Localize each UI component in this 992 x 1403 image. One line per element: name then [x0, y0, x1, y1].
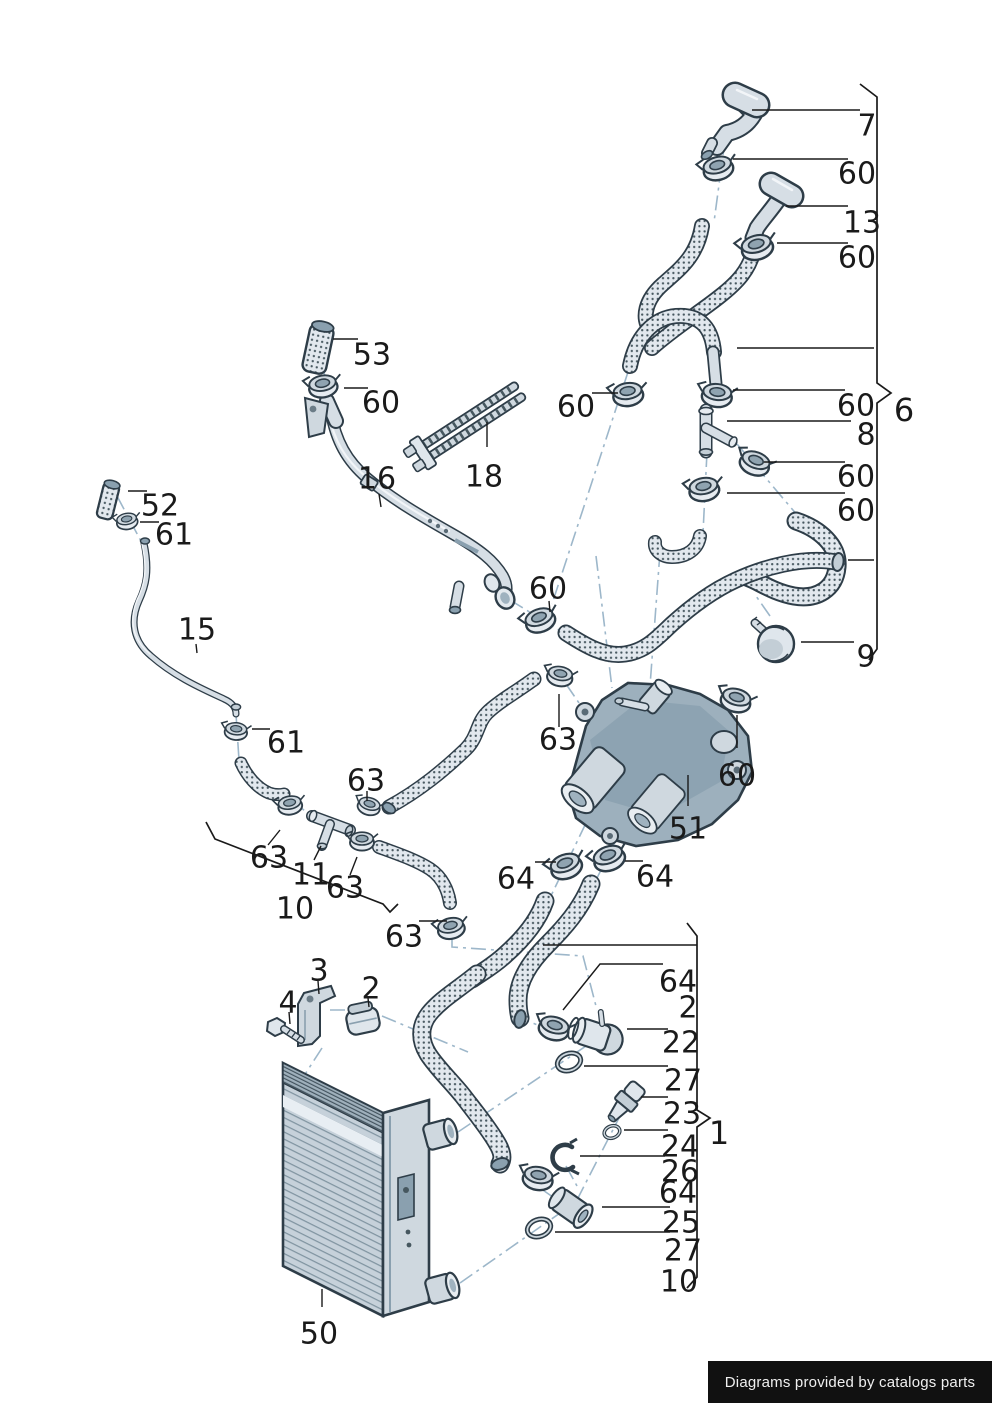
right-s-hoses [557, 511, 847, 663]
part-8-tee-connector [698, 403, 738, 459]
clamp-60-pipe-top [301, 370, 345, 402]
part-label-63: 63 [385, 920, 423, 955]
part-label-64: 64 [636, 860, 674, 895]
part-23-sensor [607, 1080, 646, 1123]
part-label-63: 63 [326, 871, 364, 906]
part-label-61: 61 [267, 726, 305, 761]
group-brackets [205, 83, 893, 1289]
heater-hose-chain [234, 671, 542, 910]
part-label-6: 6 [894, 391, 914, 429]
part-9-bleed-screw [750, 616, 796, 664]
part-label-25: 25 [662, 1206, 700, 1241]
part-label-8: 8 [856, 418, 875, 453]
part-label-23: 23 [663, 1097, 701, 1132]
part-51-pump-housing [560, 678, 754, 848]
part-label-61: 61 [155, 518, 193, 553]
part-18-retaining-rails [402, 381, 527, 473]
footer-credit-text: Diagrams provided by catalogs parts [724, 1373, 976, 1391]
part-label-60: 60 [838, 241, 876, 276]
part-label-18: 18 [465, 460, 503, 495]
part-13-elbow-fitting [744, 171, 805, 247]
group-bracket-6 [859, 83, 893, 661]
part-4-bolt [265, 1016, 305, 1044]
elbow-hose-under-tee [647, 529, 707, 564]
part-label-64: 64 [659, 1176, 697, 1211]
part-label-1: 1 [709, 1114, 729, 1152]
leader-lines [128, 109, 874, 1307]
clamp-63-d [430, 912, 472, 944]
part-label-24: 24 [661, 1130, 699, 1165]
clamp-60-b [732, 228, 782, 266]
part-label-52: 52 [141, 489, 179, 524]
clamp-64-lower [515, 1161, 561, 1195]
clamp-60-e [730, 443, 780, 483]
part-label-60: 60 [838, 157, 876, 192]
part-label-60: 60 [362, 386, 400, 421]
part-label-53: 53 [353, 338, 391, 373]
part-26-clip [550, 1137, 580, 1176]
clamp-60-c [605, 378, 651, 410]
part-label-60: 60 [718, 759, 756, 794]
part-3-bracket [297, 984, 337, 1048]
part-label-15: 15 [178, 613, 216, 648]
part-label-60: 60 [837, 389, 875, 424]
part-label-2: 2 [678, 991, 697, 1026]
part-label-60: 60 [837, 494, 875, 529]
part-label-9: 9 [856, 640, 875, 675]
part-label-50: 50 [300, 1317, 338, 1352]
part-label-63: 63 [539, 723, 577, 758]
part-label-60: 60 [837, 460, 875, 495]
part-label-27: 27 [664, 1234, 702, 1269]
part-label-10: 10 [276, 892, 314, 927]
part-label-22: 22 [662, 1026, 700, 1061]
footer-credit: Diagrams provided by catalogs parts [708, 1361, 992, 1403]
part-label-3: 3 [309, 954, 328, 989]
upper-hose-assembly [622, 218, 763, 391]
part-label-13: 13 [843, 206, 881, 241]
part-label-7: 7 [857, 109, 876, 144]
clamp-61-b [219, 719, 253, 743]
part-15-tube [130, 537, 242, 718]
part-label-63: 63 [347, 764, 385, 799]
part-label-2: 2 [361, 972, 380, 1007]
part-label-10: 10 [660, 1265, 698, 1300]
part-label-60: 60 [557, 390, 595, 425]
part-label-60: 60 [529, 572, 567, 607]
part-52-hose-stub [95, 479, 121, 521]
part-22-outlet-fitting [567, 1009, 624, 1056]
part-label-51: 51 [669, 812, 707, 847]
group-bracket-1 [686, 922, 712, 1289]
clamp-60-pipe-end [515, 600, 565, 640]
group-bracket-10 [205, 821, 399, 914]
part-24-seal [602, 1123, 622, 1141]
part-label-11: 11 [292, 858, 330, 893]
clamp-61-a [110, 509, 144, 533]
part-27-oring-upper [555, 1050, 583, 1074]
part-label-26: 26 [661, 1155, 699, 1190]
clamp-60-f [681, 472, 727, 506]
part-16-coolant-pipe [303, 393, 516, 615]
part-label-64: 64 [497, 862, 535, 897]
part-7-elbow-fitting [700, 81, 771, 161]
part-label-63: 63 [250, 841, 288, 876]
part-50-radiator [281, 1060, 461, 1319]
part-10-radiator-hose [412, 874, 601, 1174]
clamp-63-pump [540, 661, 580, 691]
part-label-16: 16 [358, 462, 396, 497]
part-25-flange [547, 1186, 594, 1229]
part-label-4: 4 [278, 986, 297, 1021]
part-label-27: 27 [664, 1064, 702, 1099]
part-2-grommet [345, 1000, 381, 1036]
part-label-64: 64 [659, 965, 697, 1000]
part-53-hose-stub [301, 320, 335, 375]
